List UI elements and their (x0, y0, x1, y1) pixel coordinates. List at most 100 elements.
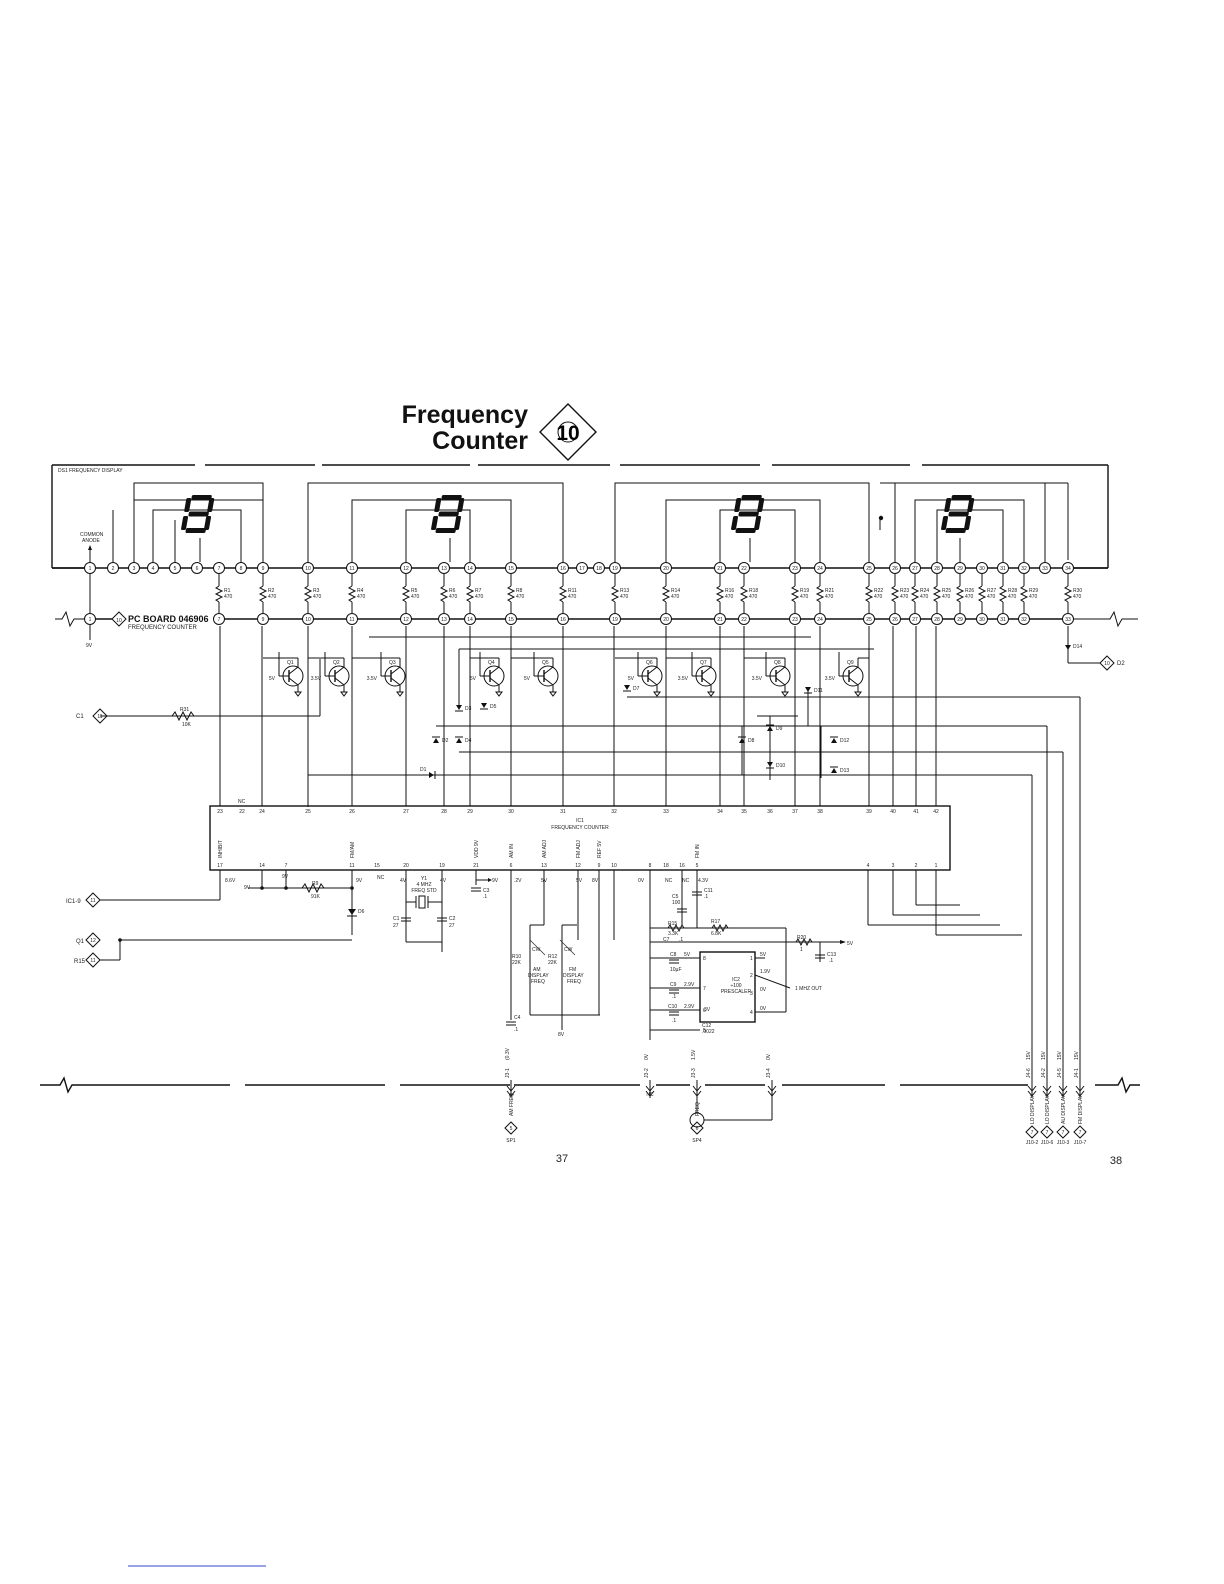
display-pin-30: 30 (976, 562, 988, 574)
transistor-collector (288, 677, 299, 686)
transistor-emitter (489, 666, 500, 675)
connector-signal: LO DISPLAY (1030, 1095, 1036, 1124)
transistor-emitter (647, 666, 658, 675)
board-pin-23-ring (789, 613, 801, 625)
board-pin-10: 10 (302, 613, 314, 625)
resistor-value: 470 (1008, 594, 1017, 600)
connector-badge (1073, 1125, 1087, 1139)
ground-icon (781, 691, 789, 697)
connector-pin-label: J3-2 (644, 1068, 650, 1078)
display-pin-1: 1 (84, 562, 96, 574)
ground-icon (340, 691, 348, 697)
offpage-d2: 10 D2 (1099, 655, 1125, 671)
ic1-pin-27: 27 (403, 809, 409, 815)
board-pin-11: 11 (346, 613, 358, 625)
display-pin-14: 14 (464, 562, 476, 574)
crystal-desc: FREQ STD (411, 888, 437, 894)
diode-d7: D7 (623, 685, 640, 692)
digit-1 (181, 495, 215, 533)
segment-3 (435, 528, 456, 533)
board-pin-29-ring (954, 613, 966, 625)
ic1-voltage: 4V (400, 878, 407, 884)
r17-value: 6.8K (711, 931, 722, 937)
diode-body (481, 703, 487, 708)
transistor-name: Q7 (700, 660, 707, 666)
ic1-pin-41: 41 (913, 809, 919, 815)
resistor-name: R6 (449, 588, 456, 594)
ic2-pin-voltage: 1.9V (760, 969, 771, 975)
board-pin-31-ring (997, 613, 1009, 625)
transistor-voltage: 5V (470, 676, 477, 682)
display-pin-23-label: 23 (792, 566, 798, 572)
offpage-r15-pin: 11 (90, 958, 95, 964)
segment-1 (757, 498, 765, 512)
segment-6 (188, 511, 209, 517)
ic1-bottom-label: FM ADJ (576, 840, 582, 858)
r17-name: R17 (711, 919, 720, 925)
display-pin-33-label: 33 (1042, 566, 1048, 572)
board-pin-33: 33 (1062, 613, 1074, 625)
driver-transistors: Q15VQ23.5VQ33.5VQ45VQ55VQ65VQ73.5VQ83.5V… (263, 652, 869, 697)
resistor-value: 470 (874, 594, 883, 600)
display-pin-2-label: 2 (112, 566, 115, 572)
resistor-name: R21 (825, 588, 834, 594)
display-pin-1-label: 1 (89, 566, 92, 572)
display-pin-20-label: 20 (663, 566, 669, 572)
resistor-value: 470 (749, 594, 758, 600)
ic2-pin-voltage: 5V (760, 952, 767, 958)
segment-0 (951, 495, 972, 500)
display-pin-17: 17 (576, 562, 588, 574)
display-pin-8-ring (235, 562, 247, 574)
display-pin-27: 27 (909, 562, 921, 574)
prescaler-output-label: 1 MHZ OUT (795, 986, 822, 992)
display-pin-12: 12 (400, 562, 412, 574)
ic1-pin-20: 20 (403, 863, 409, 869)
display-pin-29-label: 29 (957, 566, 963, 572)
offpage-ic1-9: IC1-9 11 (66, 892, 101, 908)
ic2-pin-voltage: 2.9V (684, 982, 695, 988)
r12-cw: CW (564, 947, 573, 953)
transistor-voltage: 3.5V (311, 676, 322, 682)
r12-value: 22K (548, 960, 558, 966)
display-pin-31-ring (997, 562, 1009, 574)
board-pin-11-label: 11 (349, 617, 354, 623)
display-pin-29: 29 (954, 562, 966, 574)
display-pin-25-ring (863, 562, 875, 574)
resistor-R23 (890, 585, 900, 603)
display-pin-32-ring (1018, 562, 1030, 574)
display-pin-26-ring (889, 562, 901, 574)
ic2-pin-voltage: 0V (760, 987, 767, 993)
ic1-pin-10: 10 (611, 863, 617, 869)
board-pin-23: 23 (789, 613, 801, 625)
ic2-body (699, 951, 756, 1023)
resistor-name: R28 (1008, 588, 1017, 594)
diode-body (767, 726, 773, 731)
segment-1 (207, 498, 215, 512)
digit-4-inner-bracket (914, 499, 1025, 562)
transistor-collector (647, 677, 658, 686)
ic1-pin-9: 9 (598, 863, 601, 869)
ic2-divider: ÷100 (730, 983, 741, 989)
transistor-voltage: 3.5V (825, 676, 836, 682)
digit-2-outer-bracket (307, 482, 564, 562)
segment-3 (735, 528, 756, 533)
board-pin-31: 31 (997, 613, 1009, 625)
crystal-name: Y1 (421, 876, 427, 882)
connector-voltage: 1.5V (691, 1049, 697, 1060)
c11-name: C11 (704, 888, 713, 894)
bus-5v-label: 5V (847, 941, 854, 947)
transistor-Q7: Q73.5V (666, 652, 717, 697)
board-pin-29: 29 (954, 613, 966, 625)
ic2-pin-1: 1 (750, 956, 753, 962)
board-pin-27: 27 (909, 613, 921, 625)
c12-name: C12 (702, 1023, 711, 1029)
display-pin-26: 26 (889, 562, 901, 574)
ic1-pin-19: 19 (439, 863, 445, 869)
board-pin-28: 28 (931, 613, 943, 625)
title-badge: 10 (539, 403, 597, 461)
r12-note-3: FREQ (567, 979, 581, 985)
display-pin-2-ring (107, 562, 119, 574)
